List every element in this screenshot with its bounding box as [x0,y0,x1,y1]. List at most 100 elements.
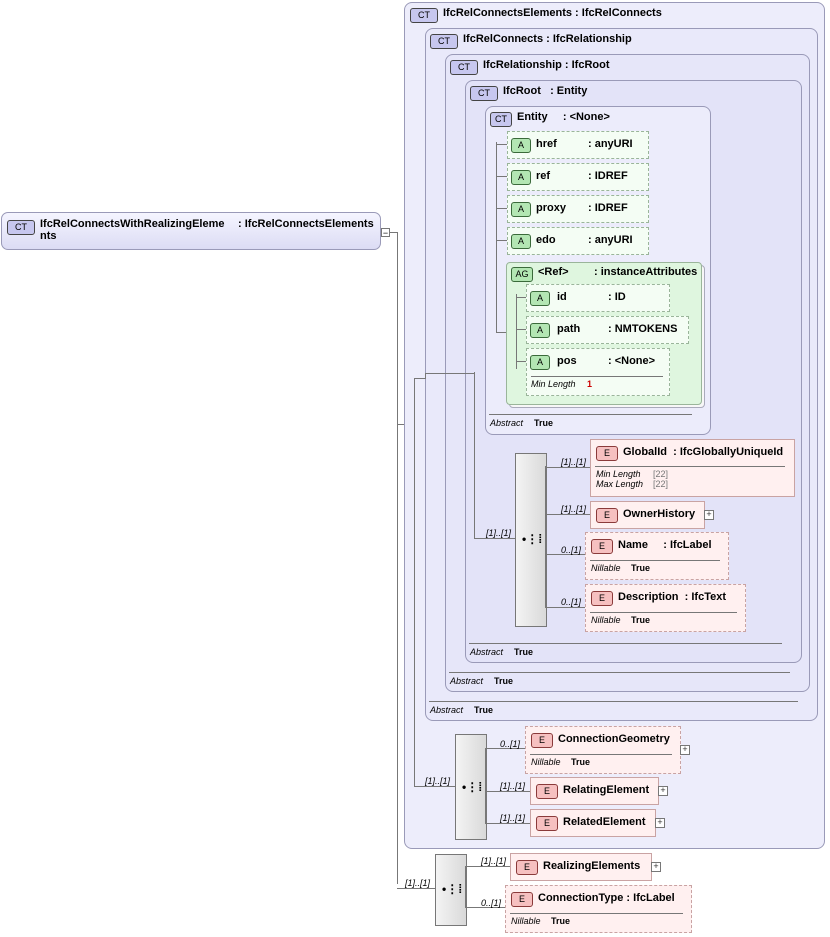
abstract-value: True [474,705,494,715]
attribute-icon: A [511,138,531,153]
element-cardinality: 0..[1] [481,898,502,908]
connector [425,373,426,379]
connector [516,361,526,362]
attribute-type: : <None> [608,355,656,367]
root-type-box[interactable]: CT IfcRelConnectsWithRealizingEleme nts … [1,212,381,250]
divider [429,701,798,702]
expand-icon[interactable]: + [655,818,665,828]
nillable-label: Nillable [591,615,621,625]
connector [474,538,516,539]
expand-icon[interactable]: + [704,510,714,520]
ct-badge-icon: CT [410,8,438,23]
expand-icon[interactable]: + [658,786,668,796]
element-realizingelements[interactable]: E RealizingElements [510,853,652,881]
sequence-cardinality: [1]..[1] [486,528,512,538]
element-icon: E [591,591,613,606]
element-icon: E [591,539,613,554]
divider [510,913,683,914]
element-cardinality: [1]..[1] [561,457,587,467]
expand-icon[interactable]: + [680,745,690,755]
connector [425,373,475,374]
nillable-value: True [551,916,571,926]
abstract-value: True [494,676,514,686]
min-length-value: [22] [653,469,669,479]
connector [496,176,508,177]
attribute-id[interactable]: A id : ID [526,284,670,312]
element-icon: E [511,892,533,907]
expand-icon[interactable]: + [651,862,661,872]
root-collapse-icon[interactable]: − [381,228,390,238]
element-relatedelement[interactable]: E RelatedElement [530,809,656,837]
element-name: OwnerHistory [623,508,696,520]
sequence-compositor[interactable] [455,734,487,840]
sequence-compositor[interactable] [515,453,547,627]
connector [485,748,486,824]
element-connectiontype[interactable]: E ConnectionType : IfcLabel Nillable Tru… [505,885,692,933]
nillable-value: True [631,615,651,625]
max-length-value: [22] [653,479,669,489]
element-cardinality: [1]..[1] [481,856,507,866]
element-cardinality: 0..[1] [561,597,582,607]
element-icon: E [531,733,553,748]
connector [414,378,415,786]
connector [496,332,506,333]
element-name: Description : IfcText [618,591,726,603]
connector [397,424,405,425]
attribute-type: : NMTOKENS [608,323,678,335]
max-length-label: Max Length [596,479,644,489]
divider [595,466,785,467]
sequence-compositor[interactable] [435,854,467,926]
connector [545,466,546,608]
element-icon: E [536,784,558,799]
attribute-type: : IDREF [588,202,628,214]
attribute-edo[interactable]: A edo : anyURI [507,227,649,255]
connector [545,607,585,608]
attribute-name: pos [557,355,577,367]
element-icon: E [516,860,538,875]
divider [590,560,720,561]
element-relatingelement[interactable]: E RelatingElement [530,777,659,805]
attribute-group-name: <Ref> [538,266,569,278]
connector [496,142,497,332]
connector [485,791,530,792]
abstract-label: Abstract [450,676,484,686]
connector [390,232,398,233]
sequence-icon: •⋮⁞ [522,532,543,546]
attribute-path[interactable]: A path : NMTOKENS [526,316,689,344]
attribute-icon: A [530,355,550,370]
attribute-pos[interactable]: A pos : <None> Min Length 1 [526,348,670,396]
element-description[interactable]: E Description : IfcText Nillable True [585,584,746,632]
element-connectiongeometry[interactable]: E ConnectionGeometry Nillable True [525,726,681,774]
element-name-field[interactable]: E Name : IfcLabel Nillable True [585,532,729,580]
element-cardinality: 0..[1] [561,545,582,555]
element-globalid[interactable]: E GlobalId : IfcGloballyUniqueId Min Len… [590,439,795,497]
abstract-label: Abstract [490,418,524,428]
divider [531,376,663,377]
nillable-label: Nillable [531,757,561,767]
ct-badge-icon: CT [490,112,512,127]
element-cardinality: 0..[1] [500,739,521,749]
connector [545,554,585,555]
element-ownerhistory[interactable]: E OwnerHistory [590,501,705,529]
attribute-type: : ID [608,291,626,303]
attribute-icon: A [530,291,550,306]
attribute-ref[interactable]: A ref : IDREF [507,163,649,191]
connector [414,378,426,379]
divider [469,643,782,644]
element-name: RelatingElement [563,784,650,796]
sequence-icon: •⋮⁞ [442,882,463,896]
attribute-proxy[interactable]: A proxy : IDREF [507,195,649,223]
connector [397,888,435,889]
connector [545,514,590,515]
attribute-icon: A [530,323,550,338]
element-name: Name : IfcLabel [618,539,712,551]
connector [496,208,508,209]
attribute-href[interactable]: A href : anyURI [507,131,649,159]
attribute-name: id [557,291,567,303]
ct-badge-icon: CT [7,220,35,235]
sequence-cardinality: [1]..[1] [425,776,451,786]
type-title: Entity : <None> [517,111,610,123]
abstract-value: True [534,418,554,428]
element-cardinality: [1]..[1] [500,781,526,791]
divider [590,612,737,613]
